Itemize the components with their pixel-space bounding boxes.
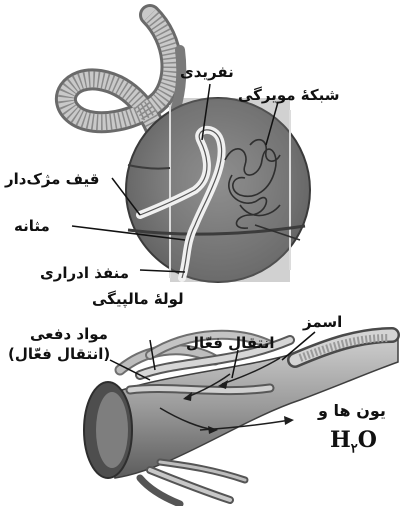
magnified-circle [126,98,310,282]
label-ions-and: یون ها و [318,402,386,420]
label-capillary-network: شبکهٔ مویرگی [238,86,339,104]
water-o: O [358,427,377,453]
label-malpighian-tubule: لولهٔ مالپیگی [92,290,184,308]
water-subscript: ۲ [351,441,358,456]
label-osmosis: اسمز [303,313,342,331]
label-bladder: مثانه [14,217,50,235]
label-active-transport: انتقال فعّال [186,334,275,352]
water-h: H [330,427,351,453]
label-excretory-pore: منفذ ادراری [40,264,129,282]
label-ciliated-funnel: قیف مژک‌دار [5,170,99,188]
label-nephridium: نفریدی [180,63,234,81]
label-excreted-materials-note: (انتقال فعّال) [8,345,110,363]
label-water-formula: H۲O [330,428,377,461]
label-excreted-materials: مواد دفعی [30,325,108,343]
